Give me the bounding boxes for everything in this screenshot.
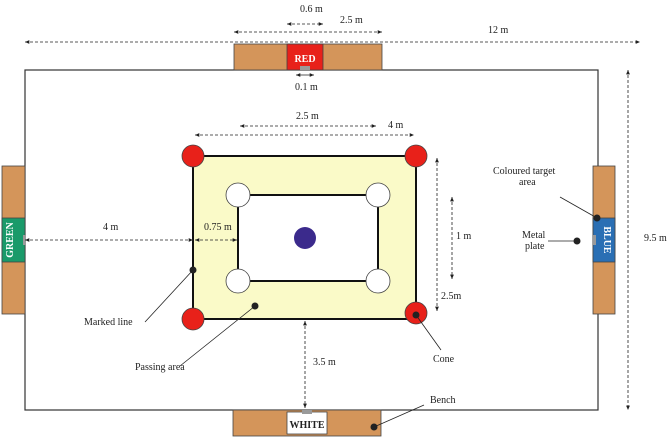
label-coloured-target-line2: area [519,177,536,188]
label-passing-area: Passing area [135,362,185,373]
center-ball [294,227,316,249]
label-cone: Cone [433,354,455,365]
white-target-label: WHITE [289,420,324,431]
leader-cone [415,314,442,351]
label-0-75m: 0.75 m [204,222,232,233]
cone-inner-bottom-right [365,268,391,294]
label-4m-top: 4 m [388,120,404,131]
cone-inner-top-right [365,182,391,208]
label-4m-left: 4 m [103,222,119,233]
cone-inner-bottom-left [225,268,251,294]
metal-plate-top [300,66,310,70]
inner-square [237,194,379,282]
metal-plate-right [593,235,596,245]
label-coloured-target-area: Coloured target area [493,166,558,188]
label-coloured-target-line1: Coloured target [493,166,556,177]
label-bench: Bench [430,395,456,406]
cone-inner-top-left [225,182,251,208]
green-target-label: GREEN [5,221,16,257]
blue-target-label: BLUE [601,226,612,254]
label-0-1m: 0.1 m [295,82,318,93]
cone-bottom-left [181,307,205,331]
label-1m: 1 m [456,231,472,242]
label-2-5m-inner: 2.5 m [296,111,319,122]
label-metal-plate-line1: Metal [522,230,546,241]
metal-plate-left [23,235,26,245]
label-metal-plate-line2: plate [525,241,545,252]
label-9-5m: 9.5 m [644,233,667,244]
cone-top-right [404,144,428,168]
label-12m: 12 m [488,25,509,36]
label-0-6m: 0.6 m [300,4,323,15]
cone-top-left [181,144,205,168]
leader-bench [373,404,425,428]
leader-target-area [559,196,598,219]
leader-marked-line [144,269,194,323]
metal-plate-bottom [302,410,312,414]
red-target-label: RED [294,54,315,65]
label-3-5m: 3.5 m [313,357,336,368]
label-2-5m-top: 2.5 m [340,15,363,26]
leader-passing-area [179,305,256,367]
label-marked-line: Marked line [84,317,133,328]
label-2-5m-side: 2.5m [441,291,462,302]
